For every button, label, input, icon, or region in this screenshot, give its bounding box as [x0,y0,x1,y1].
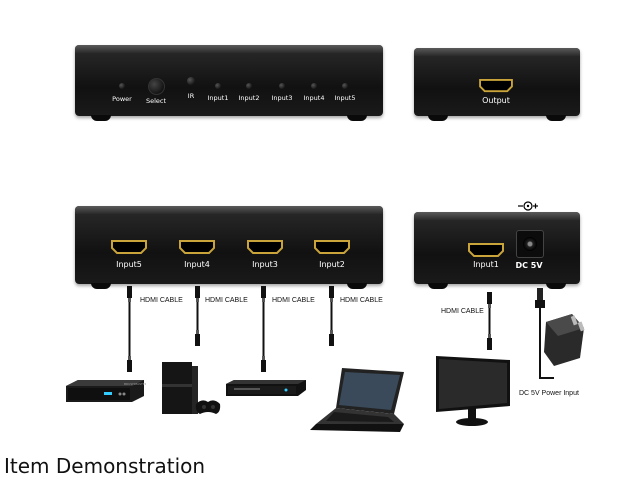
rear-input1-label: Input1 [473,260,499,269]
hdmi-input1-port [468,243,504,257]
hdmi-cable-output [487,292,492,350]
caption-text: Item Demonstration [4,454,206,478]
dc-power-input-label: DC 5V Power Input [519,390,579,397]
output-label: Output [482,96,510,105]
select-button[interactable] [148,78,165,95]
input3-label: Input3 [271,94,293,102]
select-label: Select [145,97,167,105]
power-adapter [535,288,585,379]
input5-led [342,83,348,89]
rear-input3-label: Input3 [252,260,278,269]
laptop [310,368,404,432]
power-led [119,83,125,89]
hdmi-cable-1 [127,286,132,372]
hdmi-input3-port [247,240,283,254]
switch-output-side: Output [414,48,580,121]
hdmi-input2-port [314,240,350,254]
hdmi-input5-port [111,240,147,254]
switch-front-panel: Power Select IR Input1 Input2 Input3 Inp… [75,45,383,121]
input3-led [279,83,285,89]
hdmi-input4-port [179,240,215,254]
input4-label: Input4 [303,94,325,102]
set-top-box: BRUSHMASTER [66,380,146,402]
dc-polarity-icon [518,201,538,211]
hdmi-cable-label-3: HDMI CABLE [272,297,315,304]
ir-label: IR [187,92,195,100]
power-label: Power [112,95,132,103]
rear-input5-label: Input5 [116,260,142,269]
rear-input2-label: Input2 [319,260,345,269]
switch-input1-side: Input1 DC 5V [414,212,580,289]
dc-jack [516,230,544,258]
hdmi-cable-label-4: HDMI CABLE [340,297,383,304]
input4-led [311,83,317,89]
dc-5v-label: DC 5V [515,261,543,270]
switch-rear-panel: Input5 Input4 Input3 Input2 [75,206,383,289]
input2-label: Input2 [238,94,260,102]
hdmi-cable-3 [261,286,266,372]
input2-led [246,83,252,89]
hdmi-cable-label-2: HDMI CABLE [205,297,248,304]
input5-label: Input5 [334,94,356,102]
hdmi-output-port [479,78,513,93]
hdmi-cable-label-5: HDMI CABLE [441,308,484,315]
game-console [162,362,221,414]
monitor [436,356,510,426]
rear-input4-label: Input4 [184,260,210,269]
hdmi-cable-label-1: HDMI CABLE [140,297,183,304]
hdmi-cable-4 [329,286,334,346]
ir-sensor [187,77,195,85]
input1-led [215,83,221,89]
input1-label: Input1 [207,94,229,102]
brand-logo-text: BRUSHMASTER [124,382,146,386]
media-player [226,380,306,396]
hdmi-cable-2 [195,286,200,346]
